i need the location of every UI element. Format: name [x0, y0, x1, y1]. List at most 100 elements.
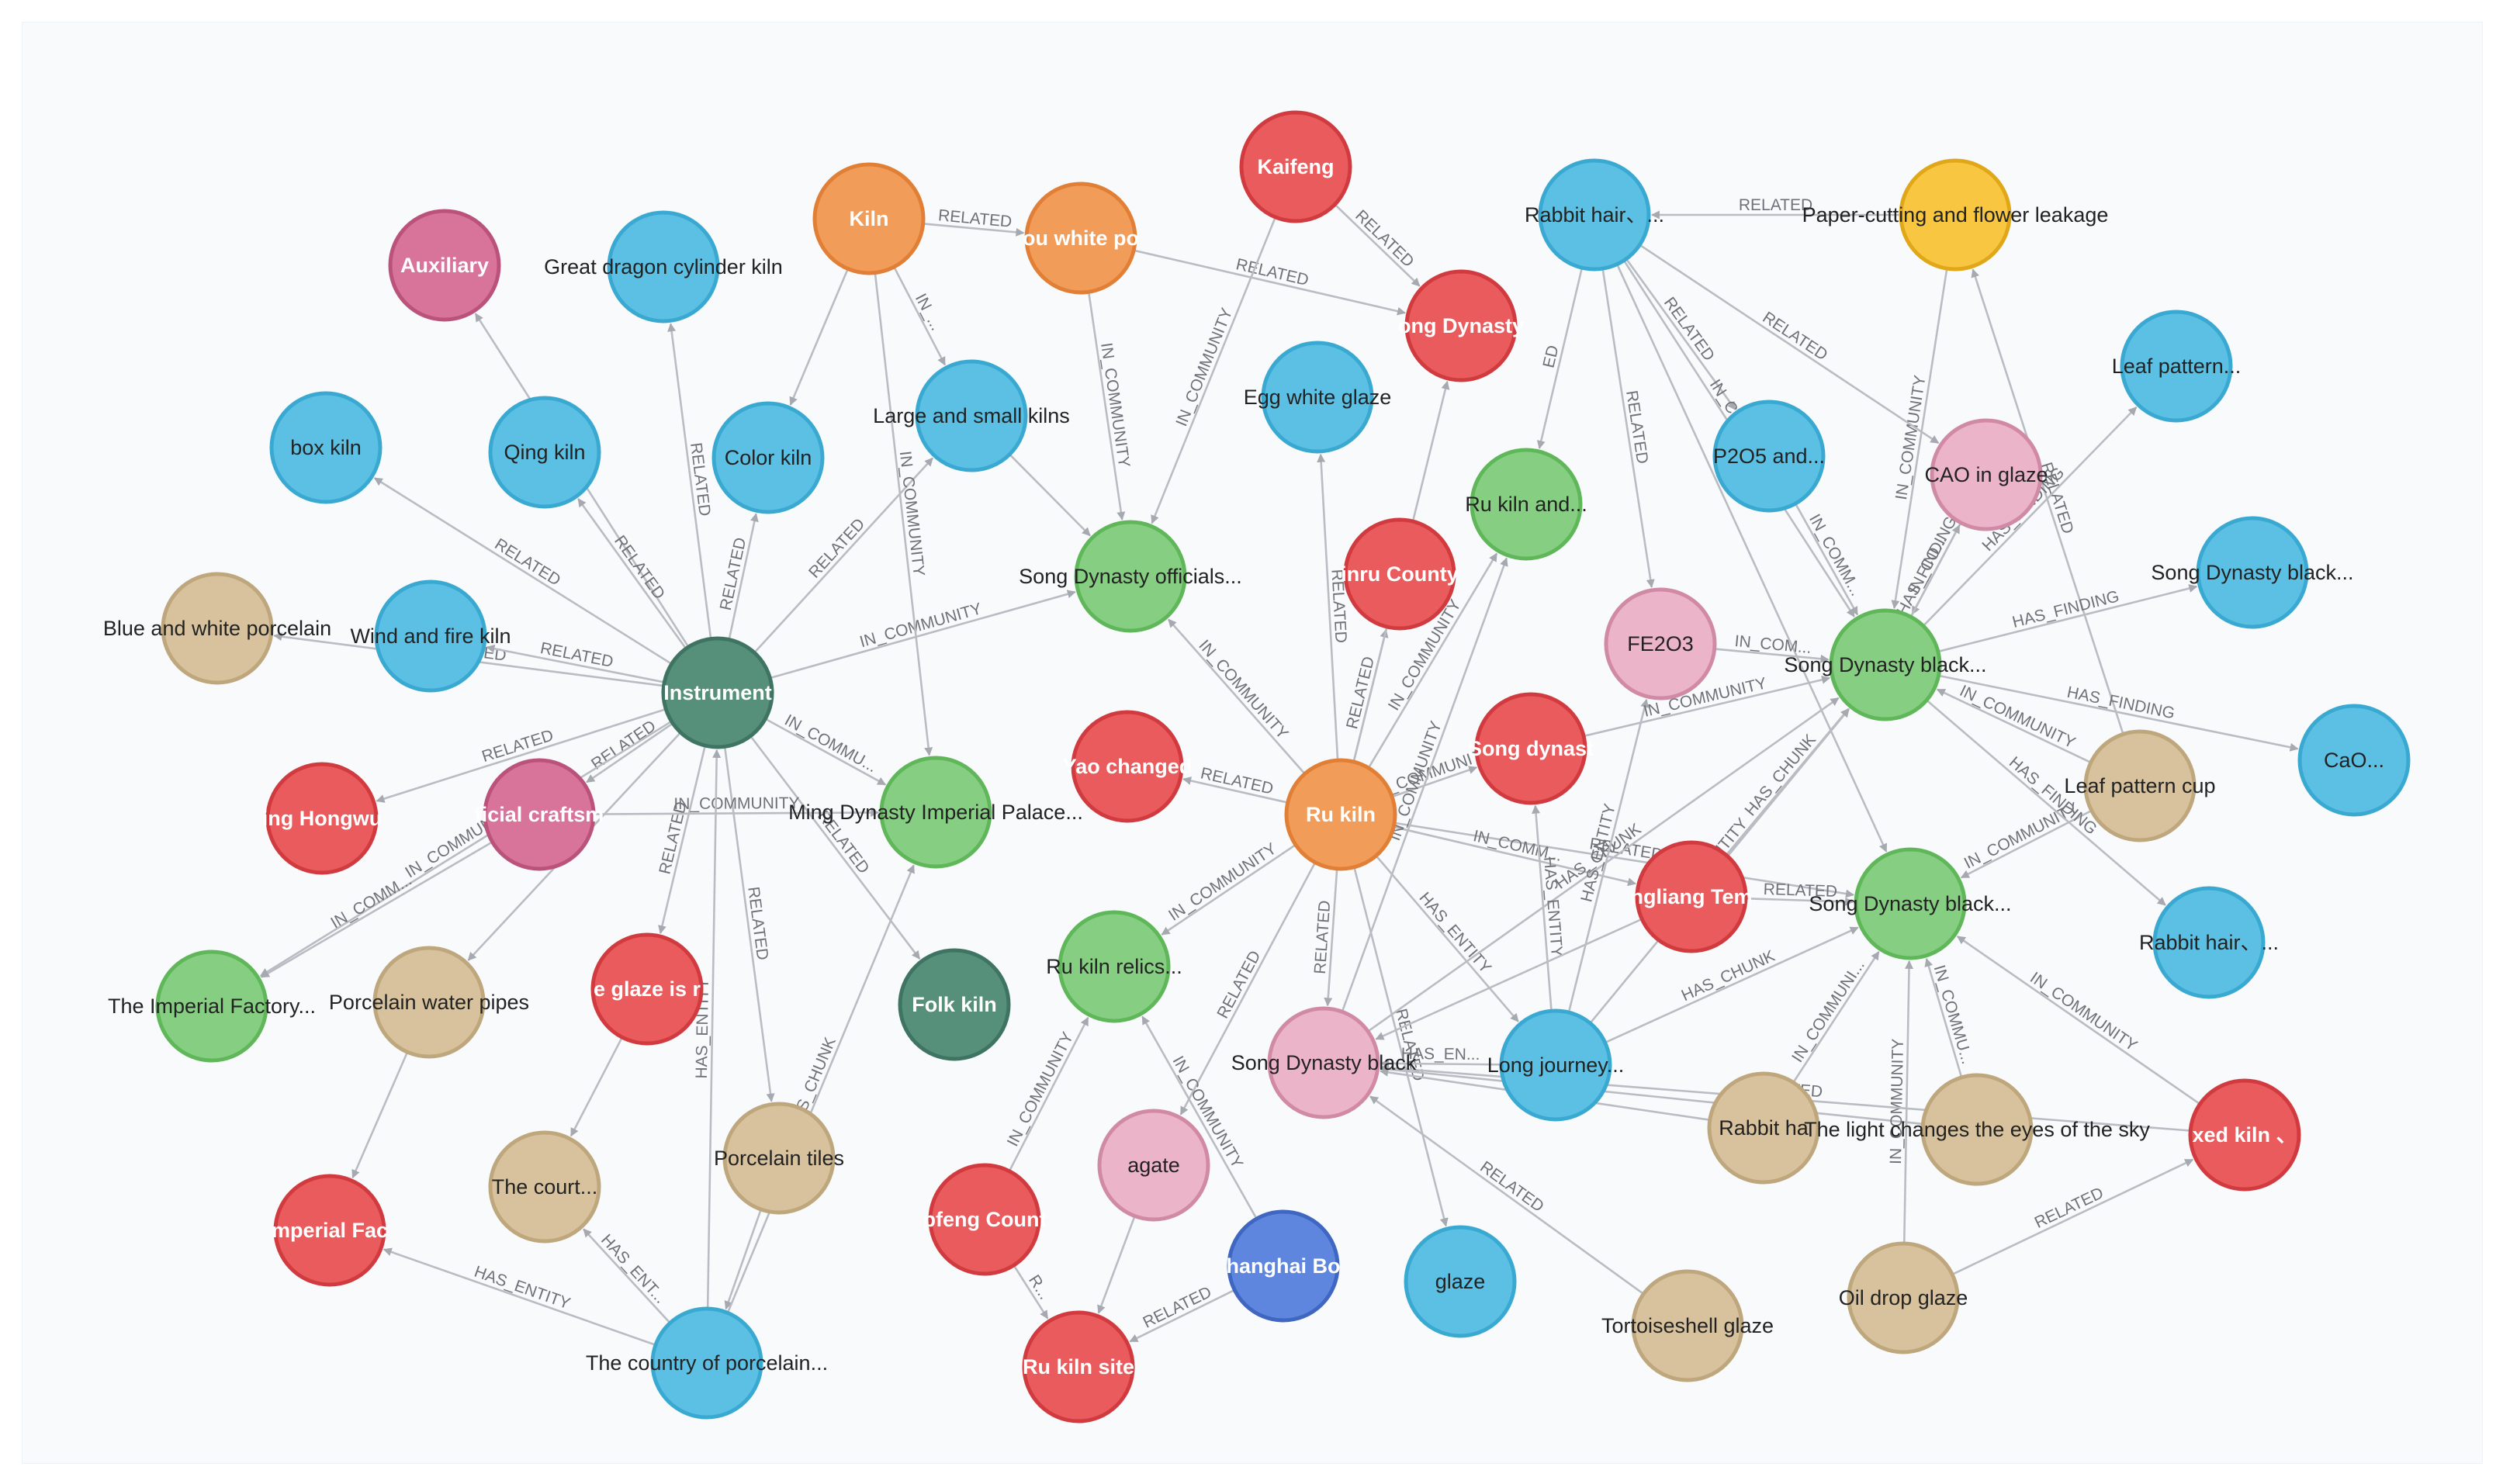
edge-line[interactable] — [1375, 918, 1641, 1040]
node-rabbit-hair1[interactable]: Rabbit hair、... — [1525, 158, 1664, 272]
node-circle[interactable] — [607, 210, 720, 323]
node-tortoiseshell[interactable]: Tortoiseshell glaze — [1601, 1269, 1774, 1382]
node-circle[interactable] — [1404, 1225, 1517, 1338]
edge-water_pipes-imperial_fac[interactable] — [351, 1053, 408, 1179]
node-kaifeng[interactable]: Kaifeng — [1239, 110, 1352, 223]
edge-line[interactable] — [1902, 960, 1914, 1243]
edge-rabbit_hair_tan-song_black_green2[interactable]: IN_COMMUNI... — [1788, 951, 1880, 1082]
edge-country_porcelain-imperial_fac[interactable]: HAS_ENTITY — [383, 1247, 655, 1346]
edge-line[interactable] — [1532, 804, 1553, 1010]
edge-line[interactable] — [894, 268, 947, 366]
node-leaf-pattern1[interactable]: Leaf pattern... — [2112, 310, 2242, 423]
edge-ru_kiln-egg_white[interactable]: RELATED — [1317, 453, 1350, 759]
edge-line[interactable] — [1009, 1016, 1089, 1171]
edge-line[interactable] — [1324, 870, 1338, 1007]
edge-instrument-wind_fire[interactable]: RELATED — [486, 639, 663, 683]
node-circle[interactable] — [1474, 692, 1587, 805]
node-glaze-is[interactable]: e glaze is r — [590, 932, 704, 1046]
edge-instrument-great_dragon[interactable]: RELATED — [667, 323, 714, 638]
edge-line[interactable] — [376, 708, 665, 803]
node-circle[interactable] — [1712, 400, 1826, 513]
edge-line[interactable] — [1167, 618, 1305, 773]
node-circle[interactable] — [483, 758, 596, 871]
node-shanghai[interactable]: hanghai Bo — [1227, 1209, 1341, 1323]
edge-line[interactable] — [1927, 700, 2166, 906]
edge-line[interactable] — [1626, 259, 1736, 410]
edge-line[interactable] — [1924, 957, 1962, 1077]
node-official-crafts[interactable]: ficial craftsm — [475, 758, 604, 871]
edge-kaifeng-song_officials[interactable]: IN_COMMUNITY — [1151, 218, 1276, 524]
edge-line[interactable] — [1536, 268, 1583, 450]
edge-line[interactable] — [577, 498, 687, 649]
node-circle[interactable] — [1239, 110, 1352, 223]
edge-line[interactable] — [1393, 766, 1478, 797]
edge-line[interactable] — [1368, 697, 1840, 1032]
node-circle[interactable] — [1267, 1006, 1380, 1119]
node-circle[interactable] — [488, 1130, 601, 1244]
edge-shanghai-ru_kiln_site[interactable]: RELATED — [1129, 1283, 1234, 1343]
edge-line[interactable] — [586, 723, 673, 784]
edge-line[interactable] — [1335, 204, 1421, 287]
node-p2o5[interactable]: P2O5 and... — [1712, 400, 1826, 513]
node-circle[interactable] — [2152, 886, 2266, 999]
node-circle[interactable] — [928, 1163, 1041, 1276]
edge-line[interactable] — [1568, 698, 1650, 1012]
edge-line[interactable] — [1088, 293, 1126, 521]
edge-line[interactable] — [1601, 269, 1655, 588]
edge-line[interactable] — [569, 1038, 623, 1137]
node-circle[interactable] — [265, 762, 379, 875]
edge-line[interactable] — [1369, 1095, 1643, 1294]
edge-official_crafts-ming_palace[interactable]: IN_COMMUNITY — [594, 794, 880, 817]
edge-kiln-ou_white[interactable]: RELATED — [924, 206, 1025, 237]
node-circle[interactable] — [1604, 587, 1717, 700]
edge-paper_cutting-rabbit_hair1[interactable]: RELATED — [1650, 196, 1899, 220]
edge-line[interactable] — [1179, 863, 1316, 1116]
edge-line[interactable] — [789, 269, 849, 406]
node-circle[interactable] — [269, 391, 383, 504]
node-circle[interactable] — [1343, 517, 1456, 631]
node-circle[interactable] — [898, 948, 1011, 1061]
edge-fe2o3-song_black_green1[interactable]: IN_COM... — [1715, 632, 1830, 663]
node-circle[interactable] — [915, 359, 1028, 472]
edge-instrument-song_officials[interactable]: IN_COMMUNITY — [770, 590, 1076, 679]
node-great-dragon[interactable]: Great dragon cylinder kiln — [544, 210, 783, 323]
edge-line[interactable] — [706, 749, 722, 1308]
node-mixed-kiln[interactable]: xed kiln 、 — [2188, 1078, 2301, 1192]
edge-kiln-ming_palace[interactable]: IN_COMMUNITY — [874, 274, 933, 756]
node-circle[interactable] — [1829, 608, 1942, 721]
node-the-court[interactable]: The court... — [488, 1130, 601, 1244]
node-imperial-factory[interactable]: The Imperial Factory... — [108, 950, 316, 1063]
node-circle[interactable] — [2120, 310, 2233, 423]
node-circle[interactable] — [1097, 1109, 1210, 1222]
edge-line[interactable] — [1380, 1059, 1501, 1068]
node-circle[interactable] — [1058, 910, 1171, 1023]
edge-line[interactable] — [667, 323, 712, 638]
edge-line[interactable] — [1182, 777, 1287, 804]
node-circle[interactable] — [1538, 158, 1651, 272]
node-circle[interactable] — [1854, 847, 1967, 960]
edge-rabbit_hair1-ru_kiln_and[interactable]: ED — [1536, 268, 1583, 450]
node-circle[interactable] — [1899, 158, 2012, 272]
edge-line[interactable] — [260, 842, 492, 978]
node-hongwu[interactable]: ing Hongwu — [262, 762, 382, 875]
edge-line[interactable] — [1726, 707, 1850, 855]
edge-line[interactable] — [724, 748, 775, 1102]
node-wind-fire[interactable]: Wind and fire kiln — [350, 579, 511, 693]
node-glaze[interactable]: glaze — [1404, 1225, 1517, 1338]
edge-line[interactable] — [1151, 218, 1276, 524]
edge-line[interactable] — [373, 477, 671, 664]
edge-line[interactable] — [766, 718, 887, 786]
node-circle[interactable] — [1227, 1209, 1340, 1323]
node-circle[interactable] — [1631, 1269, 1744, 1382]
edge-song_black_green1-song_black_blue[interactable]: HAS_FINDING — [1939, 584, 2198, 652]
node-circle[interactable] — [161, 572, 274, 685]
edge-line[interactable] — [924, 223, 1025, 237]
node-egg-white[interactable]: Egg white glaze — [1244, 341, 1392, 454]
node-circle[interactable] — [650, 1306, 763, 1420]
edge-jiafeng_county-ru_relics[interactable]: IN_COMMUNITY — [1004, 1016, 1089, 1171]
node-circle[interactable] — [590, 932, 704, 1046]
edge-rabbit_hair1-song_black_green2[interactable] — [1616, 265, 1888, 853]
edge-line[interactable] — [754, 457, 933, 652]
edge-ru_kiln-yao_changed[interactable]: RELATED — [1182, 764, 1287, 804]
